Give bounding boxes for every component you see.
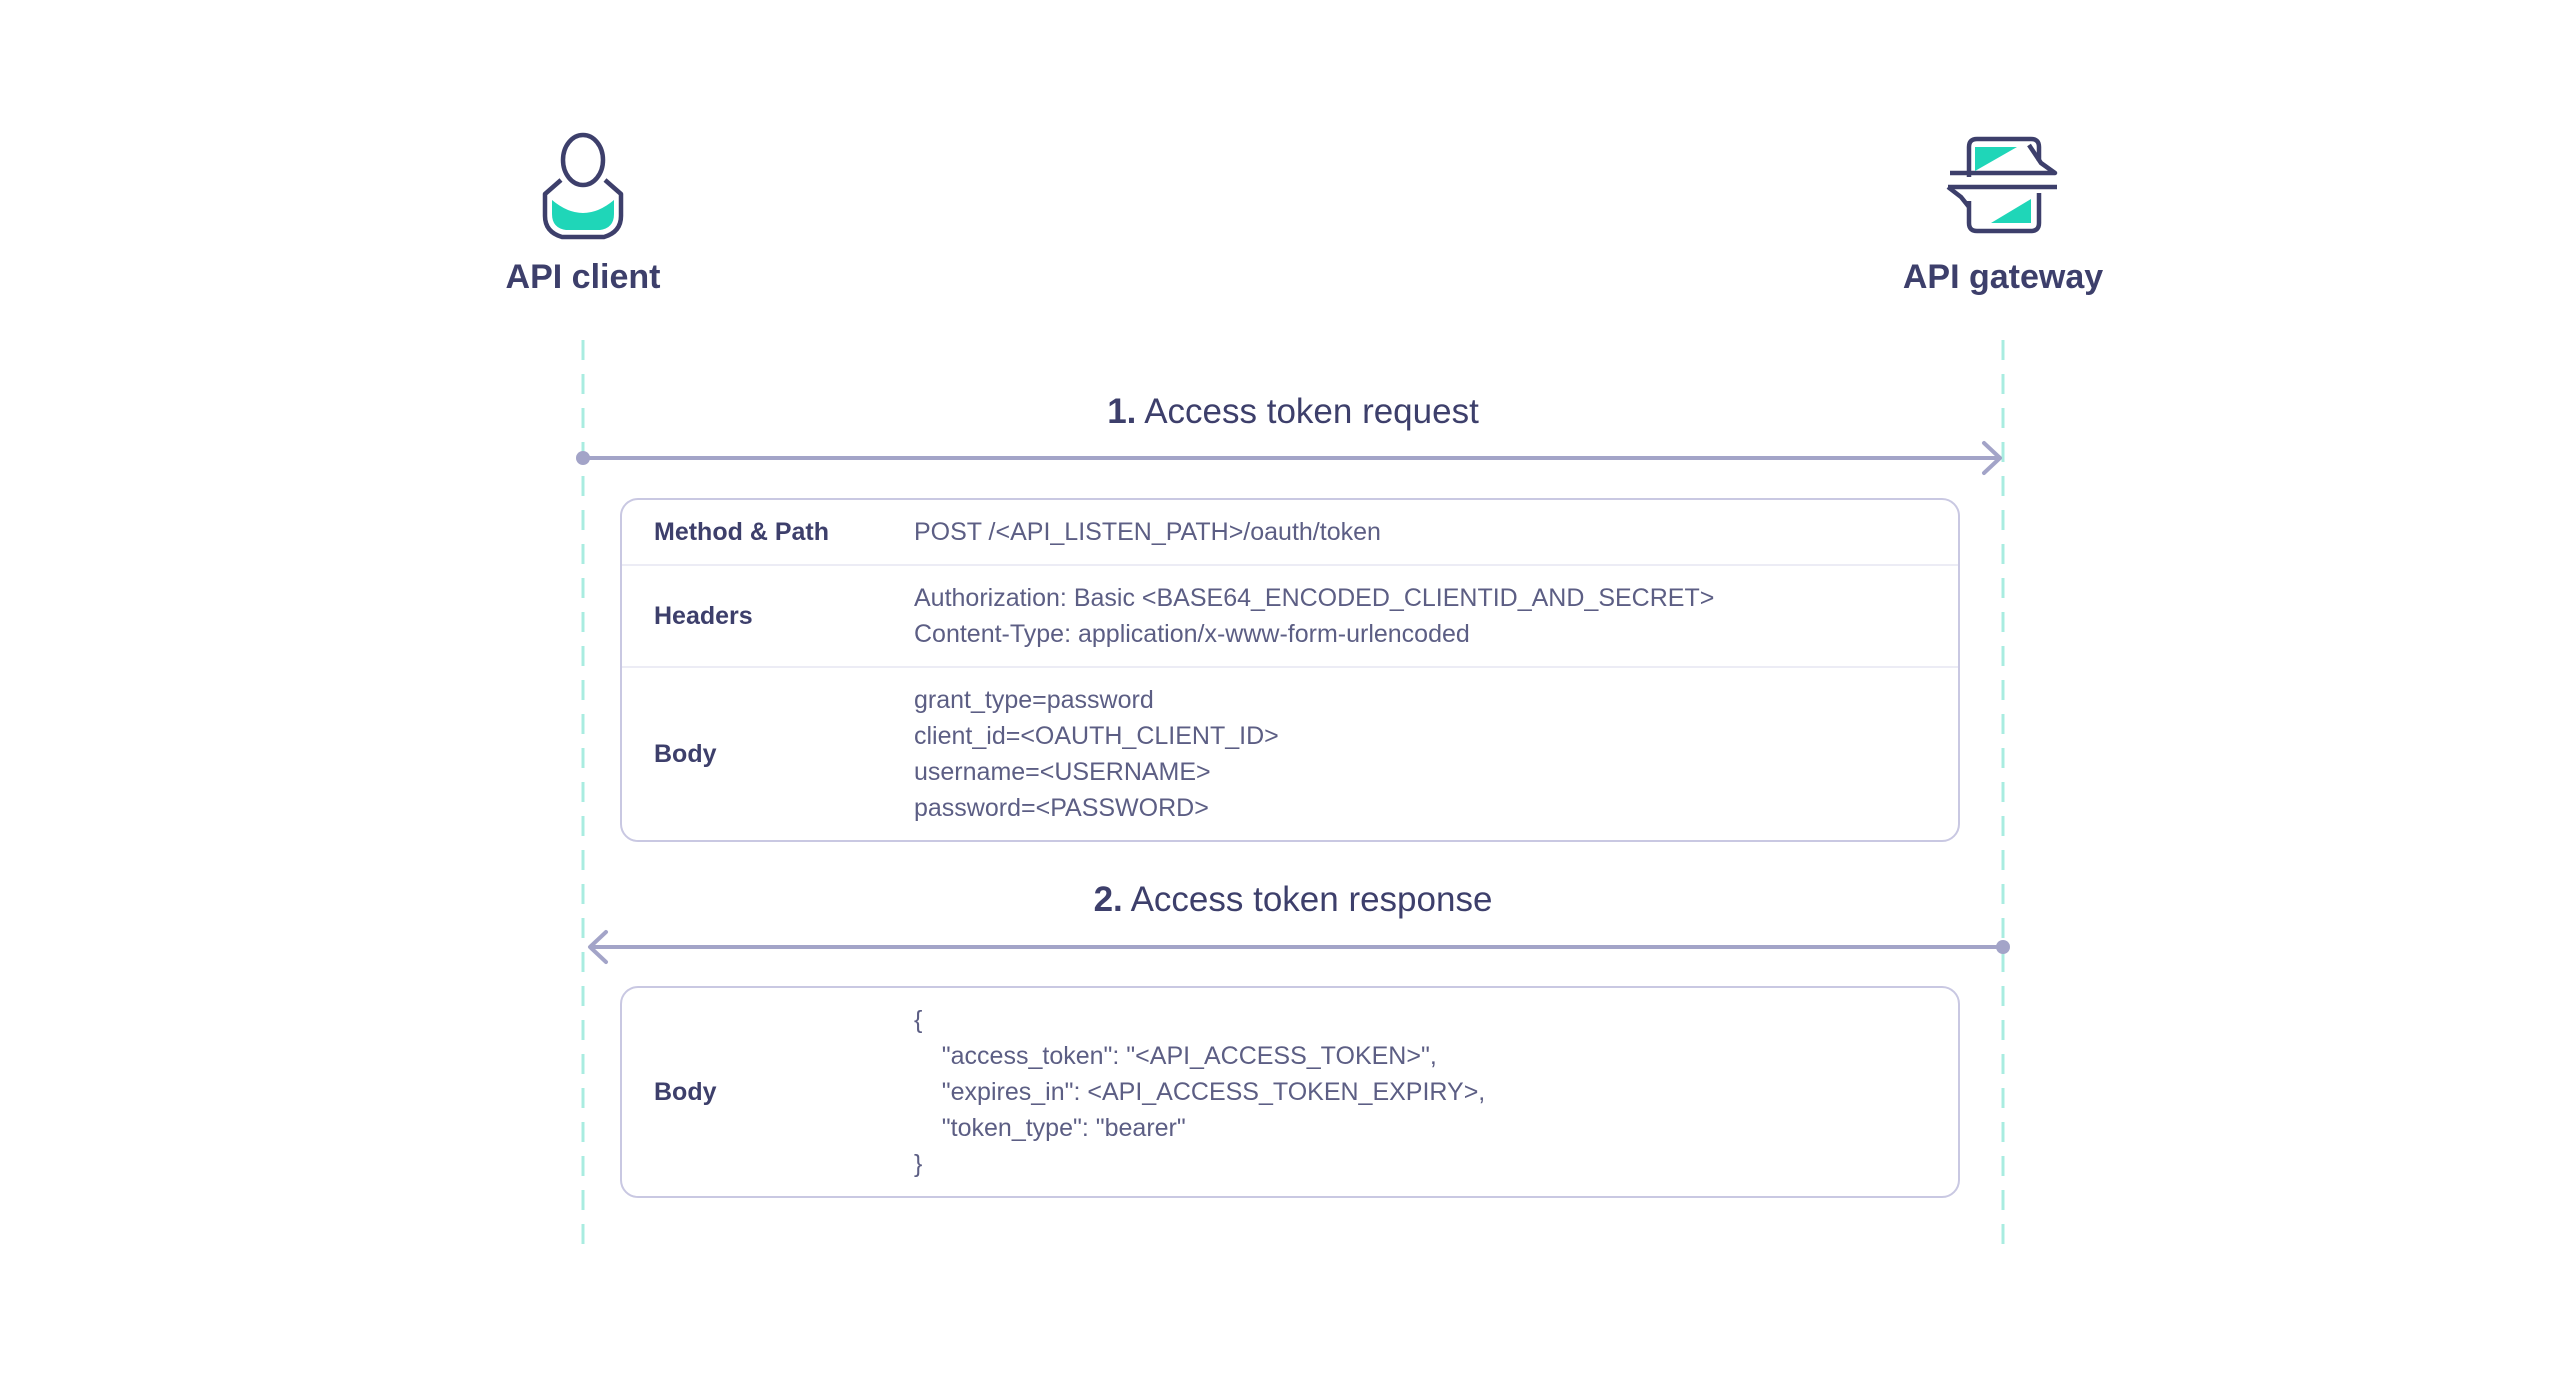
value-line: client_id=<OAUTH_CLIENT_ID> (914, 722, 1279, 750)
value-line: username=<USERNAME> (914, 758, 1211, 786)
value-line: grant_type=password (914, 686, 1154, 714)
row-label: Body (654, 1077, 717, 1106)
value-line: POST /<API_LISTEN_PATH>/oauth/token (914, 518, 1381, 546)
request-row-body: Body grant_type=password client_id=<OAUTH… (622, 668, 1958, 840)
row-label: Headers (654, 601, 753, 630)
request-title-text: Access token request (1144, 392, 1479, 431)
row-value: Authorization: Basic <BASE64_ENCODED_CLI… (914, 566, 1958, 666)
value-line: "token_type": "bearer" (914, 1114, 1186, 1142)
value-line: "expires_in": <API_ACCESS_TOKEN_EXPIRY>, (914, 1078, 1486, 1106)
response-title: 2. Access token response (583, 880, 2003, 920)
row-value: { "access_token": "<API_ACCESS_TOKEN>", … (914, 988, 1958, 1196)
value-line: } (914, 1150, 923, 1178)
row-value: POST /<API_LISTEN_PATH>/oauth/token (914, 500, 1958, 564)
request-row-method-path: Method & Path POST /<API_LISTEN_PATH>/oa… (622, 500, 1958, 566)
gateway-label: API gateway (1902, 258, 2104, 296)
row-value: grant_type=password client_id=<OAUTH_CLIE… (914, 668, 1958, 840)
request-arrow (576, 441, 2002, 475)
response-number: 2. (1093, 880, 1123, 919)
value-line: "access_token": "<API_ACCESS_TOKEN>", (914, 1042, 1437, 1070)
row-label: Body (654, 739, 717, 768)
request-number: 1. (1107, 392, 1137, 431)
value-line: Authorization: Basic <BASE64_ENCODED_CLI… (914, 584, 1715, 612)
response-row-body: Body { "access_token": "<API_ACCESS_TOKE… (622, 988, 1958, 1196)
user-icon (542, 132, 624, 240)
response-arrow (588, 930, 2010, 964)
row-label: Method & Path (654, 517, 829, 546)
response-title-text: Access token response (1130, 880, 1493, 919)
request-title: 1. Access token request (583, 392, 2003, 432)
response-details-card: Body { "access_token": "<API_ACCESS_TOKE… (620, 986, 1960, 1198)
client-label: API client (505, 258, 661, 296)
value-line: password=<PASSWORD> (914, 794, 1209, 822)
gateway-exchange-icon (1946, 136, 2058, 234)
request-details-card: Method & Path POST /<API_LISTEN_PATH>/oa… (620, 498, 1960, 842)
value-line: { (914, 1006, 923, 1034)
value-line: Content-Type: application/x-www-form-url… (914, 620, 1470, 648)
request-row-headers: Headers Authorization: Basic <BASE64_ENC… (622, 566, 1958, 668)
